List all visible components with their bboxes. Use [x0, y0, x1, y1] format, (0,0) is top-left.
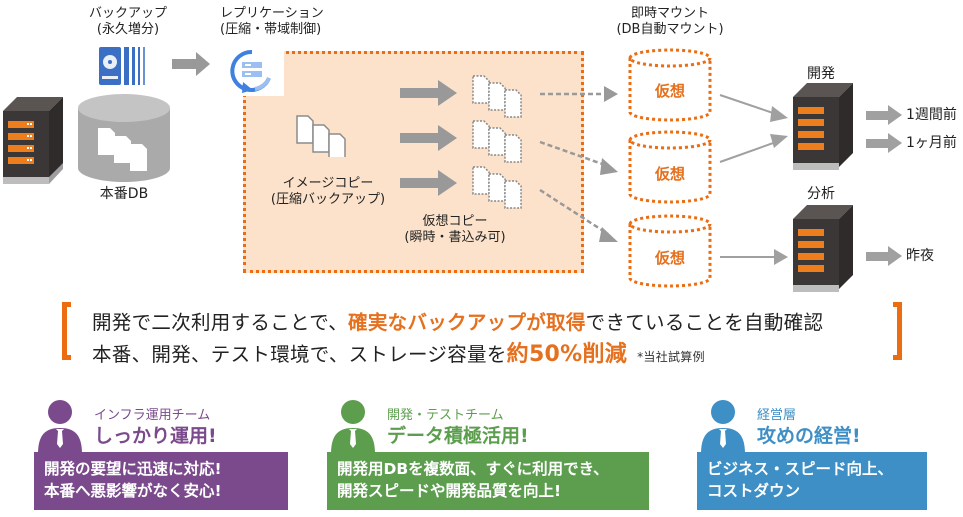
virtual-db-label: 仮想	[654, 249, 685, 267]
replication-sync-icon	[230, 49, 271, 93]
production-server-icon	[3, 97, 63, 184]
team-benefit-line: 開発の要望に迅速に対応!	[44, 460, 222, 478]
backup-label-line1: バックアップ	[88, 6, 167, 21]
team-name: 開発・テストチーム	[387, 408, 504, 423]
team-card-infra: インフラ運用チーム しっかり運用! 開発の要望に迅速に対応! 本番へ悪影響がなく…	[34, 398, 288, 510]
team-benefit-box: 開発の要望に迅速に対応! 本番へ悪影響がなく安心!	[34, 452, 288, 510]
team-slogan: 攻めの経営!	[757, 425, 861, 447]
arrow-right-icon	[400, 88, 438, 98]
server-connectors	[719, 94, 788, 265]
message-line1-post: できていることを自動確認	[585, 311, 824, 334]
virtual-db-cylinders	[628, 48, 712, 288]
team-benefit-box: 開発用DBを複数面、すぐに利用でき、 開発スピードや開発品質を向上!	[327, 452, 649, 510]
right-bracket	[893, 302, 902, 360]
production-db-label: 本番DB	[99, 186, 149, 202]
replication-label: レプリケーション (圧縮・帯域制御)	[220, 6, 324, 38]
instant-mount-label-line1: 即時マウント	[630, 6, 709, 21]
team-benefit-line: コストダウン	[707, 482, 801, 500]
virtual-copy-label: 仮想コピー (瞬時・書込み可)	[400, 214, 510, 246]
image-copy-label-line1: イメージコピー	[282, 176, 374, 191]
team-benefit-line: 開発スピードや開発品質を向上!	[337, 482, 562, 500]
virtual-db-label: 仮想	[654, 165, 685, 183]
dev-target-1week: 1週間前	[906, 107, 957, 123]
image-copy-label: イメージコピー (圧縮バックアップ)	[258, 176, 398, 208]
production-database-icon	[78, 94, 170, 182]
mount-connectors	[539, 86, 618, 242]
backup-disk-icon	[99, 47, 145, 85]
virtual-copy-label-line2: (瞬時・書込み可)	[404, 230, 506, 245]
team-card-executives: 経営層 攻めの経営! ビジネス・スピード向上、 コストダウン	[697, 398, 927, 510]
team-slogan: しっかり運用!	[94, 425, 217, 447]
analysis-target-arrow	[866, 246, 902, 266]
analysis-target-last-night: 昨夜	[906, 248, 934, 264]
virtual-copy-label-line1: 仮想コピー	[422, 214, 488, 229]
analysis-server-icon	[793, 205, 853, 292]
team-name: インフラ運用チーム	[94, 408, 211, 423]
team-slogan: データ積極活用!	[387, 425, 529, 447]
team-benefit-box: ビジネス・スピード向上、 コストダウン	[697, 452, 927, 510]
message-line1-pre: 開発で二次利用することで、	[92, 311, 349, 334]
person-icon	[38, 400, 82, 454]
backup-label-line2: (永久増分)	[96, 22, 160, 37]
estimate-note: *当社試算例	[637, 350, 705, 364]
replication-label-line1: レプリケーション	[220, 6, 324, 21]
virtual-copy-documents-icon	[472, 75, 522, 209]
team-benefit-line: ビジネス・スピード向上、	[707, 460, 894, 478]
person-icon	[331, 400, 375, 454]
key-message: 開発で二次利用することで、確実なバックアップが取得できていることを自動確認 本番…	[62, 298, 902, 370]
message-line2-highlight: 約50%削減	[506, 342, 628, 367]
team-card-dev-test: 開発・テストチーム データ積極活用! 開発用DBを複数面、すぐに利用でき、 開発…	[327, 398, 649, 510]
dev-label: 開発	[807, 66, 835, 82]
instant-mount-label: 即時マウント (DB自動マウント)	[600, 6, 740, 38]
message-line1-highlight: 確実なバックアップが取得	[348, 311, 586, 334]
message-line-2: 本番、開発、テスト環境で、ストレージ容量を約50%削減 *当社試算例	[92, 336, 705, 368]
message-line2-pre: 本番、開発、テスト環境で、ストレージ容量を	[92, 343, 507, 366]
image-copy-label-line2: (圧縮バックアップ)	[270, 192, 386, 207]
team-benefit-line: 本番へ悪影響がなく安心!	[44, 482, 222, 500]
team-name: 経営層	[757, 408, 797, 423]
dev-server-icon	[793, 83, 853, 170]
dev-target-arrows	[866, 105, 902, 153]
virtual-db-label: 仮想	[654, 82, 685, 100]
analysis-label: 分析	[807, 186, 835, 202]
backup-flow-diagram: バックアップ (永久増分)	[3, 6, 957, 292]
replication-label-line2: (圧縮・帯域制御)	[220, 22, 322, 37]
message-line-1: 開発で二次利用することで、確実なバックアップが取得できていることを自動確認	[92, 306, 823, 335]
dev-target-1month: 1ヶ月前	[906, 135, 957, 151]
instant-mount-label-line2: (DB自動マウント)	[616, 22, 724, 37]
left-bracket	[62, 302, 71, 360]
copy-arrows	[400, 80, 457, 196]
arrow-right-icon	[172, 52, 210, 76]
backup-label: バックアップ (永久増分)	[78, 6, 178, 38]
image-copy-documents-icon	[296, 115, 346, 157]
person-icon	[701, 400, 745, 454]
team-benefit-line: 開発用DBを複数面、すぐに利用でき、	[337, 460, 609, 478]
